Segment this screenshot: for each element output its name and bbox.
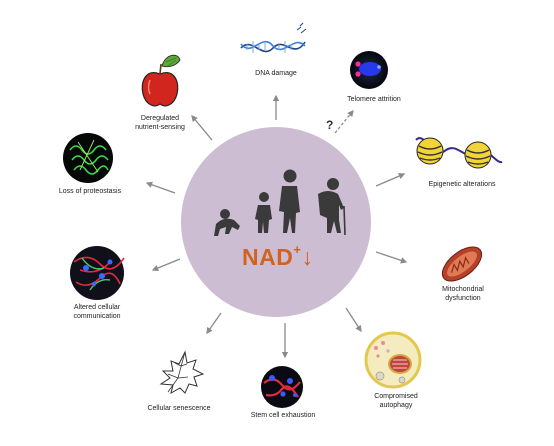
arrow-telomere: [334, 109, 354, 134]
nad-main-text: NAD: [242, 244, 294, 270]
dry-leaf-icon: [159, 350, 205, 394]
label-epigenetic-alterations: Epigenetic alterations: [428, 181, 496, 188]
label-deregulated-nutrient-sensing: Deregulated nutrient-sensing: [135, 115, 185, 131]
apple-icon: [141, 54, 181, 107]
arrow-communication: [151, 258, 181, 272]
dna-helix-icon: [240, 22, 307, 53]
label-telomere-attrition: Telomere attrition: [347, 96, 401, 103]
label-dna-damage: DNA damage: [255, 70, 297, 77]
label-mitochondrial-dysfunction: Mitochondrial dysfunction: [442, 286, 484, 302]
cell-network-icon: [70, 246, 125, 300]
arrow-senescence: [206, 312, 222, 335]
nad-superscript: +: [293, 242, 302, 258]
mitochondrion-icon: [441, 246, 483, 282]
arrow-proteostasis: [145, 181, 176, 194]
protein-structure-icon: [63, 133, 113, 183]
stem-cell-stain-icon: [261, 366, 303, 408]
autophagy-cell-icon: [364, 331, 422, 389]
label-loss-of-proteostasis: Loss of proteostasis: [58, 188, 122, 195]
aging-silhouettes-icon: [214, 169, 346, 236]
label-cellular-senescence: Cellular senescence: [147, 405, 211, 412]
telomere-stain-icon: [350, 51, 388, 89]
label-altered-cellular-communication: Altered cellular communication: [73, 304, 121, 320]
label-stem-cell-exhaustion: Stem cell exhaustion: [250, 412, 316, 419]
nad-down-arrow: ↓: [301, 244, 314, 270]
arrow-mito: [375, 251, 408, 264]
label-compromised-autophagy: Compromised autophagy: [374, 393, 418, 409]
nad-decline-label: NAD+↓: [242, 242, 314, 271]
arrow-epigenetic: [375, 173, 406, 187]
nucleosome-icon: [415, 137, 503, 169]
unknown-link-question-mark: ?: [326, 118, 334, 132]
arrow-autophagy: [345, 307, 362, 333]
center-circle: [181, 127, 371, 317]
arrow-nutrient: [191, 115, 213, 141]
